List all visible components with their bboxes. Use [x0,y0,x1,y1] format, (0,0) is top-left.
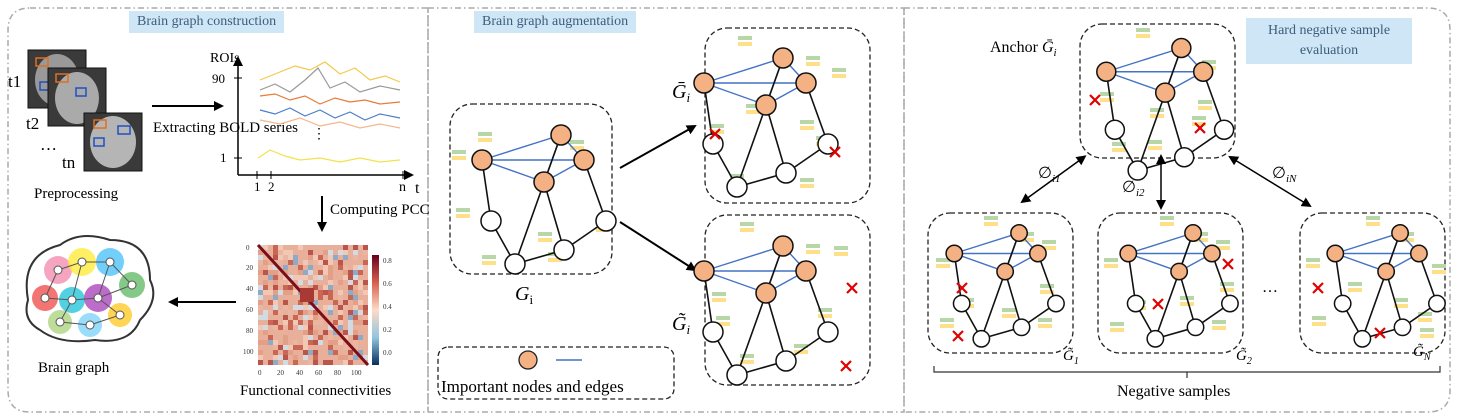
neg-2-label: G̃2 [1236,347,1252,367]
svg-text:100: 100 [243,348,254,356]
ellipsis: … [1262,279,1278,296]
svg-text:0.2: 0.2 [383,326,392,334]
negative-graph-n [1299,212,1446,354]
svg-text:20: 20 [246,264,254,272]
mri-scans [27,49,143,172]
matrix-axis-ticks: 0 20 40 60 80 100 0 20 40 60 80 100 0.8 … [243,244,392,377]
svg-text:0: 0 [258,369,262,377]
svg-text:40: 40 [296,369,304,377]
svg-text:20: 20 [277,369,285,377]
phi-i2-label: ∅i2 [1122,179,1145,199]
x-axis-label: t [415,180,420,197]
y-tick-90: 90 [212,71,225,86]
svg-text:0.4: 0.4 [383,303,392,311]
svg-text:80: 80 [334,369,342,377]
svg-text:⋮: ⋮ [312,127,326,142]
svg-text:80: 80 [246,327,254,335]
negative-samples-label: Negative samples [1117,383,1230,400]
negative-graph-1 [927,212,1074,354]
svg-text:60: 60 [315,369,323,377]
outer-frames [7,7,1451,413]
svg-text:0.6: 0.6 [383,280,392,288]
negative-graph-2 [1097,212,1244,354]
svg-text:40: 40 [246,285,254,293]
time-label-tn: tn [62,153,76,172]
negatives-brace [933,366,1441,378]
panel-title-construction: Brain graph construction [129,11,285,33]
original-graph [449,103,617,275]
neg-N-label: G̃N [1413,343,1432,363]
panel-title-evaluation: Hard negative sample evaluation [1246,18,1412,64]
x-tick-n: n [399,180,406,195]
augmented-graph-2 [693,214,871,386]
computing-label: Computing PCC [330,202,430,218]
legend-label: Important nodes and edges [441,377,624,396]
functional-connectivities-label: Functional connectivities [240,383,391,399]
rois-axis-label: ROIs [210,51,240,66]
svg-text:60: 60 [246,306,254,314]
augmented-graph-1-label: Ḡi [672,81,690,105]
x-tick-1: 1 [254,179,261,194]
augmented-graph-2-label: G̃i [672,312,690,337]
legend-box [437,346,675,400]
svg-text:0: 0 [246,244,250,252]
original-graph-label: Gi [515,283,533,307]
svg-text:100: 100 [351,369,362,377]
neg-1-label: G̃1 [1063,347,1079,367]
x-tick-2: 2 [268,179,275,194]
brain-graph-illustration [25,235,155,343]
svg-text:0.8: 0.8 [383,257,392,265]
y-tick-1: 1 [220,150,227,165]
time-label-t1: t1 [8,72,21,91]
phi-i1-label: ∅i1 [1038,165,1061,185]
anchor-graph [1079,23,1236,181]
svg-text:0.0: 0.0 [383,349,392,357]
brain-graph-label: Brain graph [38,360,110,376]
time-label-t2: t2 [26,114,39,133]
time-label-dots: … [40,135,57,154]
extracting-label: Extracting BOLD series [153,120,298,136]
bold-series-plot: ⋮ [233,56,414,180]
augmented-graph-1 [693,27,871,204]
panel-title-augmentation: Brain graph augmentation [474,11,637,33]
phi-iN-label: ∅iN [1272,165,1297,185]
preprocessing-label: Preprocessing [34,186,119,202]
functional-connectivity-matrix [256,243,379,367]
